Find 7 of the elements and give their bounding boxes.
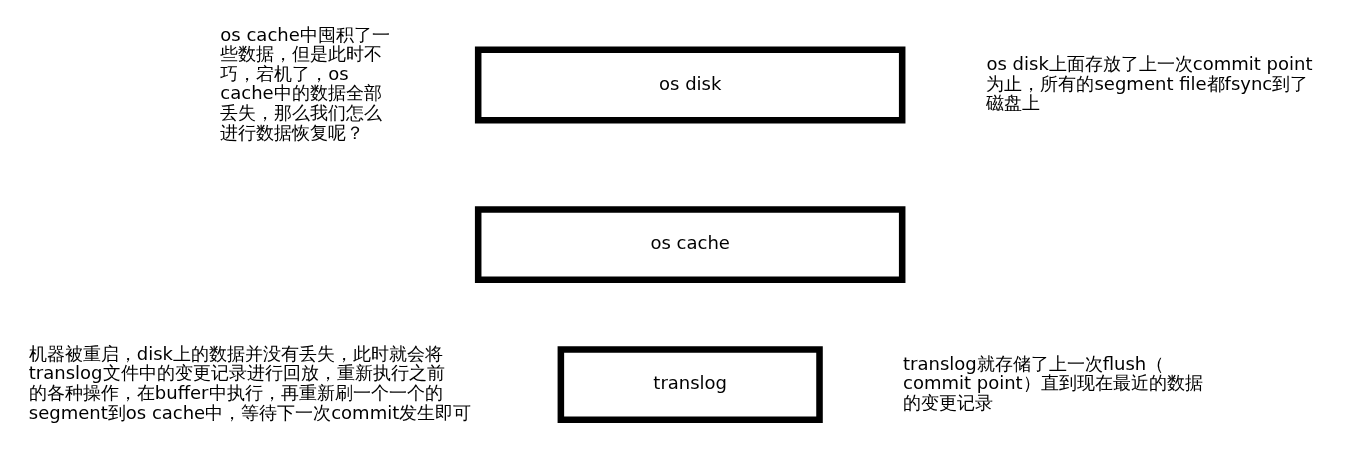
node-box: os disk <box>474 46 906 123</box>
label: 机器被重启，disk上的数据并没有丢失，此时就会将translog文件中的变更记录进行回放，重新执行之前的各种操作，在buffer中执行，再重新刷一个一个的segment到os cache中，等待下一次commit发生即可 <box>28 342 472 423</box>
node-box: translog <box>557 345 823 423</box>
label: os cache中囤积了一些数据，但是此时不巧，宕机了，os cache中的数据全部丢失，那么我们怎么进行数据恢复呢？ <box>220 23 390 143</box>
node-box: os cache <box>474 205 906 283</box>
label: os disk上面存放了上一次commit point为止，所有的segment file都fsync到了磁盘上 <box>986 52 1313 113</box>
label: translog就存储了上一次flush（commit point）直到现在最近的数据的变更记录 <box>903 352 1203 413</box>
